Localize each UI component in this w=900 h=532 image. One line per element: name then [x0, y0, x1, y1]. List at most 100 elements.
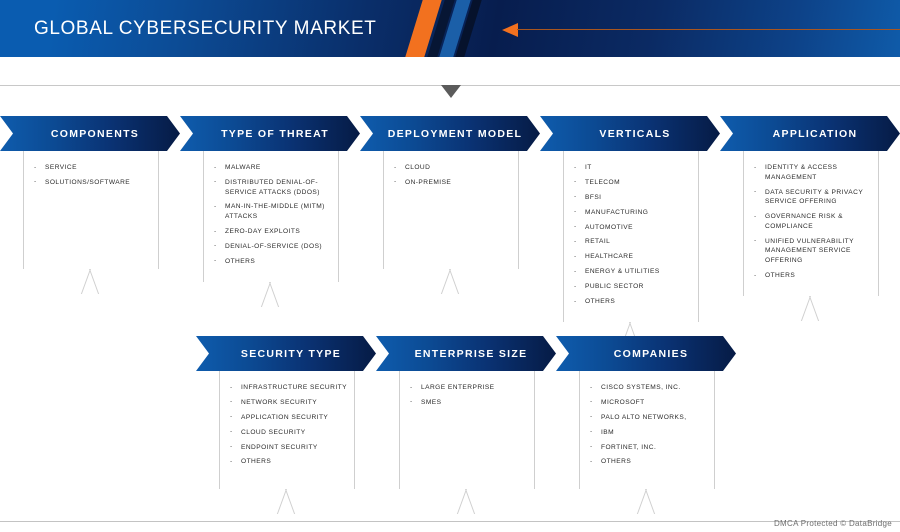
segment-item-list: IT TELECOM BFSI MANUFACTURING AUTOMOTIVE RETA… — [563, 151, 697, 322]
list-item: MALWARE — [213, 163, 333, 173]
list-item: ZERO-DAY EXPLOITS — [213, 227, 333, 237]
list-item: IT — [573, 163, 693, 173]
page-title: GLOBAL CYBERSECURITY MARKET — [34, 18, 377, 39]
segment-item-list: SERVICE SOLUTIONS/SOFTWARE — [23, 151, 157, 203]
banner-arrow — [502, 23, 900, 37]
segment-item-list: MALWARE DISTRIBUTED DENIAL-OF-SERVICE ATT… — [203, 151, 337, 282]
list-item: DENIAL-OF-SERVICE (DOS) — [213, 241, 333, 252]
list-item: DISTRIBUTED DENIAL-OF-SERVICE ATTACKS (D… — [213, 177, 333, 197]
segment-body: CLOUD ON-PREMISE — [373, 151, 527, 294]
triangle-down-icon — [441, 85, 461, 98]
segment-body-outline — [563, 151, 699, 322]
segment-body: SERVICE SOLUTIONS/SOFTWARE — [13, 151, 167, 294]
list-item: RETAIL — [573, 237, 693, 247]
segment-header[interactable]: ENTERPRISE SIZE — [376, 336, 556, 371]
footer-divider — [0, 521, 900, 522]
segment-body-outline — [579, 371, 715, 489]
segment-header-label: ENTERPRISE SIZE — [414, 347, 528, 360]
list-item: NETWORK SECURITY — [229, 397, 349, 408]
list-item: HEALTHCARE — [573, 252, 693, 262]
segment-verticals: VERTICALS IT TELECOM BFSI MANUFACTURING AUTOM… — [540, 116, 720, 347]
segment-header[interactable]: COMPANIES — [556, 336, 736, 371]
list-item: OTHERS — [753, 271, 873, 281]
segment-body-point — [13, 269, 167, 294]
segment-header-label: VERTICALS — [599, 127, 671, 140]
list-item: OTHERS — [573, 297, 693, 307]
segment-body-point — [373, 269, 527, 294]
segment-item-list: IDENTITY & ACCESS MANAGEMENT DATA SECURIT… — [743, 151, 877, 296]
segment-header-label: DEPLOYMENT MODEL — [387, 127, 523, 140]
segment-components: COMPONENTS SERVICE SOLUTIONS/SOFTWARE — [0, 116, 180, 322]
list-item: LARGE ENTERPRISE — [409, 383, 529, 393]
segment-body-outline — [219, 371, 355, 489]
list-item: CLOUD SECURITY — [229, 427, 349, 438]
list-item: BFSI — [573, 192, 693, 203]
segment-body: LARGE ENTERPRISE SMES — [389, 371, 543, 514]
list-item: FORTINET, INC. — [589, 442, 709, 453]
segment-item-list: CLOUD ON-PREMISE — [383, 151, 517, 203]
segment-body-outline — [23, 151, 159, 269]
list-item: IDENTITY & ACCESS MANAGEMENT — [753, 162, 873, 182]
segment-body-point — [389, 489, 543, 514]
segment-header-label: COMPANIES — [613, 347, 689, 360]
list-item: UNIFIED VULNERABILITY MANAGEMENT SERVICE… — [753, 236, 873, 266]
list-item: SMES — [409, 397, 529, 408]
list-item: AUTOMOTIVE — [573, 222, 693, 233]
segment-header[interactable]: APPLICATION — [720, 116, 900, 151]
segment-companies: COMPANIES CISCO SYSTEMS, INC.MICROSOFTPAL… — [556, 336, 736, 514]
segment-body-outline — [399, 371, 535, 489]
list-item: APPLICATION SECURITY — [229, 412, 349, 423]
list-item: ON-PREMISE — [393, 177, 513, 188]
segment-header-label: APPLICATION — [772, 127, 858, 140]
segment-row-bottom: SECURITY TYPE INFRASTRUCTURE SECURITY NETW… — [196, 336, 736, 514]
segment-enterprise-size: ENTERPRISE SIZE LARGE ENTERPRISE SMES — [376, 336, 556, 514]
segment-body-outline — [383, 151, 519, 269]
list-item: ENERGY & UTILITIES — [573, 267, 693, 277]
arrow-left-icon — [502, 23, 518, 37]
list-item: OTHERS — [213, 256, 333, 267]
segment-body-outline — [203, 151, 339, 282]
segment-security-type: SECURITY TYPE INFRASTRUCTURE SECURITY NETW… — [196, 336, 376, 514]
list-item: CLOUD — [393, 163, 513, 173]
segment-item-list: CISCO SYSTEMS, INC.MICROSOFTPALO ALTO NE… — [579, 371, 713, 482]
segment-item-list: LARGE ENTERPRISE SMES — [399, 371, 533, 423]
list-item: MANUFACTURING — [573, 207, 693, 218]
segment-body-point — [733, 295, 887, 321]
segment-row-top: COMPONENTS SERVICE SOLUTIONS/SOFTWARE TYPE … — [0, 116, 900, 347]
list-item: GOVERNANCE RISK & COMPLIANCE — [753, 212, 873, 231]
list-item: OTHERS — [589, 457, 709, 467]
list-item: TELECOM — [573, 177, 693, 188]
list-item: SOLUTIONS/SOFTWARE — [33, 177, 153, 188]
segment-type-of-threat: TYPE OF THREAT MALWARE DISTRIBUTED DENIAL-… — [180, 116, 360, 322]
segment-header[interactable]: VERTICALS — [540, 116, 720, 151]
list-item: MAN-IN-THE-MIDDLE (MITM) ATTACKS — [213, 202, 333, 221]
page-header-banner: GLOBAL CYBERSECURITY MARKET — [0, 0, 900, 57]
list-item: PUBLIC SECTOR — [573, 282, 693, 292]
segment-body-point — [209, 489, 363, 514]
footer-credit: DMCA Protected © DataBridge — [773, 519, 892, 528]
segment-header[interactable]: COMPONENTS — [0, 116, 180, 151]
segment-header[interactable]: DEPLOYMENT MODEL — [360, 116, 540, 151]
segment-body: IDENTITY & ACCESS MANAGEMENT DATA SECURIT… — [733, 151, 887, 321]
list-item: INFRASTRUCTURE SECURITY — [229, 383, 349, 393]
segment-body-point — [569, 489, 723, 514]
segment-body: INFRASTRUCTURE SECURITY NETWORK SECURITY A… — [209, 371, 363, 514]
list-item: OTHERS — [229, 457, 349, 467]
segment-body: IT TELECOM BFSI MANUFACTURING AUTOMOTIVE RETA… — [553, 151, 707, 347]
list-item: IBM — [589, 427, 709, 438]
list-item: ENDPOINT SECURITY — [229, 442, 349, 453]
segment-deployment-model: DEPLOYMENT MODEL CLOUD ON-PREMISE — [360, 116, 540, 322]
segment-body-outline — [743, 151, 879, 296]
list-item: SERVICE — [33, 163, 153, 173]
segment-header-label: COMPONENTS — [50, 127, 140, 140]
arrow-rule — [517, 29, 900, 30]
segment-header-label: SECURITY TYPE — [240, 347, 342, 360]
segment-header[interactable]: TYPE OF THREAT — [180, 116, 360, 151]
segment-header-label: TYPE OF THREAT — [221, 127, 329, 140]
segment-header[interactable]: SECURITY TYPE — [196, 336, 376, 371]
segment-body: MALWARE DISTRIBUTED DENIAL-OF-SERVICE ATT… — [193, 151, 347, 307]
list-item: CISCO SYSTEMS, INC. — [589, 383, 709, 393]
segment-body-point — [193, 281, 347, 307]
list-item: DATA SECURITY & PRIVACY SERVICE OFFERING — [753, 187, 873, 207]
segment-body: CISCO SYSTEMS, INC.MICROSOFTPALO ALTO NE… — [569, 371, 723, 514]
